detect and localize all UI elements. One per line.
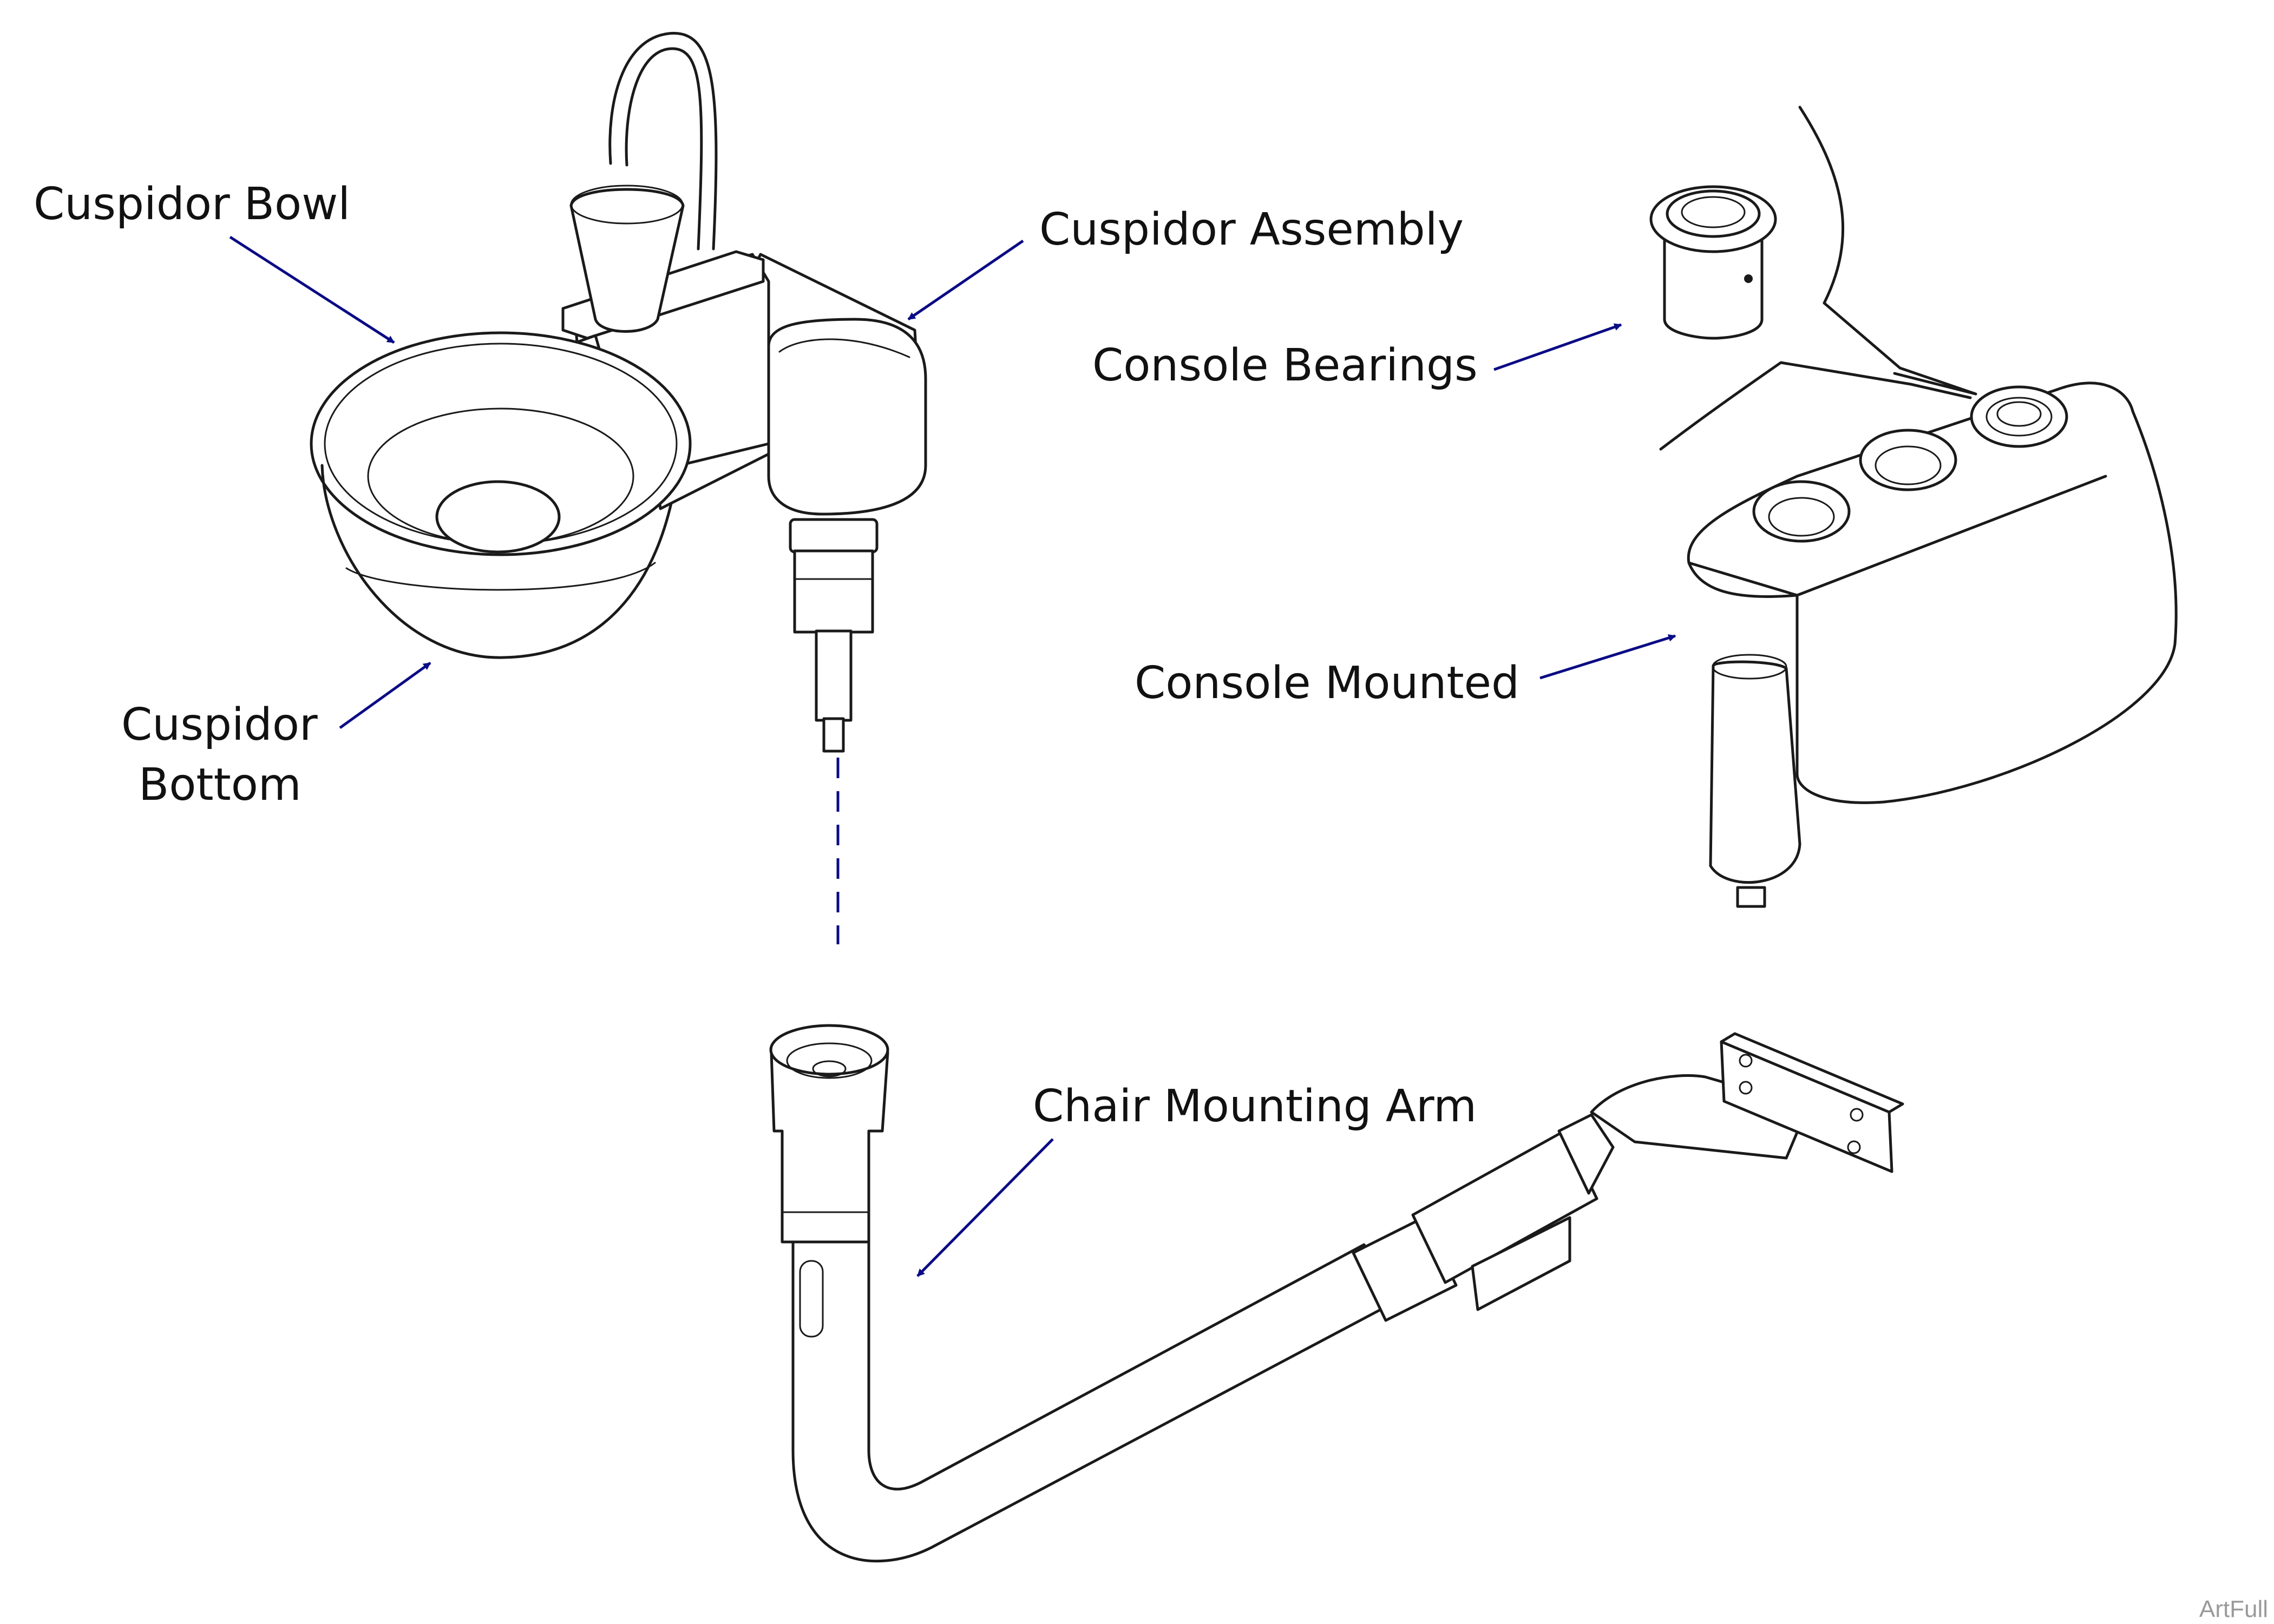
leader-arrow-cuspidor-bottom: [339, 661, 431, 729]
label-console-bearings: Console Bearings: [1092, 340, 1478, 391]
console-bearing-drawing: [1649, 185, 1777, 340]
console-mounted-drawing: [1659, 106, 2178, 908]
leader-arrow-chair-mounting-arm: [916, 1138, 1054, 1277]
art-credit: ArtFull: [2199, 1596, 2268, 1622]
label-console-mounted: Console Mounted: [1135, 658, 1519, 709]
leader-arrow-console-mounted: [1539, 634, 1676, 680]
cuspidor-assembly-drawing: [310, 31, 927, 753]
label-chair-mounting-arm: Chair Mounting Arm: [1033, 1081, 1477, 1132]
leader-arrow-console-bearings: [1493, 323, 1622, 371]
leader-arrow-cuspidor-bowl: [229, 235, 395, 344]
label-cuspidor-assembly: Cuspidor Assembly: [1039, 204, 1464, 255]
label-cuspidor-bottom-line2: Bottom: [139, 759, 302, 811]
leader-arrow-cuspidor-assembly: [907, 239, 1024, 321]
label-cuspidor-bowl: Cuspidor Bowl: [34, 179, 350, 230]
label-cuspidor-bottom-line1: Cuspidor: [121, 699, 318, 751]
chair-mounting-arm-drawing: [769, 1024, 1904, 1563]
